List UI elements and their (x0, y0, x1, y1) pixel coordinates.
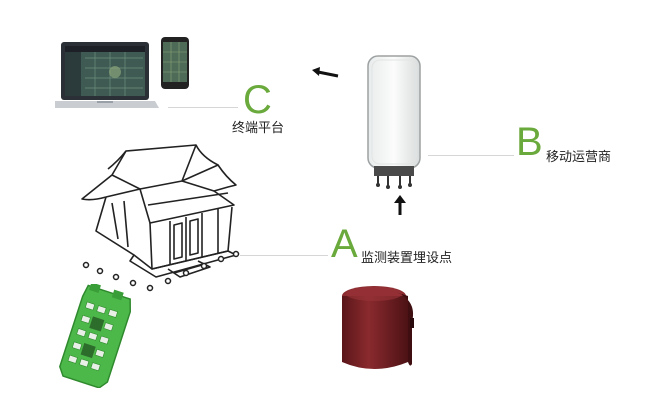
node-a-letter: A (331, 222, 358, 266)
node-c-letter: C (243, 78, 272, 122)
connector-line-c (168, 107, 238, 108)
antenna-to-terminal-arrow (312, 67, 339, 78)
node-b-label: 移动运营商 (546, 150, 612, 165)
node-c-label: 终端平台 (232, 121, 285, 136)
connector-line-a (240, 255, 328, 256)
sensor-to-antenna-arrow (394, 195, 406, 215)
connector-line-b (428, 155, 514, 156)
cellular-antenna-icon (367, 55, 421, 189)
sensor-device-icon (342, 286, 414, 369)
laptop-icon (55, 42, 159, 108)
node-a-label: 监测装置埋设点 (361, 251, 453, 266)
heritage-building-icon (81, 144, 240, 292)
circuit-board-icon (59, 284, 131, 388)
node-b-letter: B (516, 120, 543, 164)
phone-icon (161, 37, 189, 89)
